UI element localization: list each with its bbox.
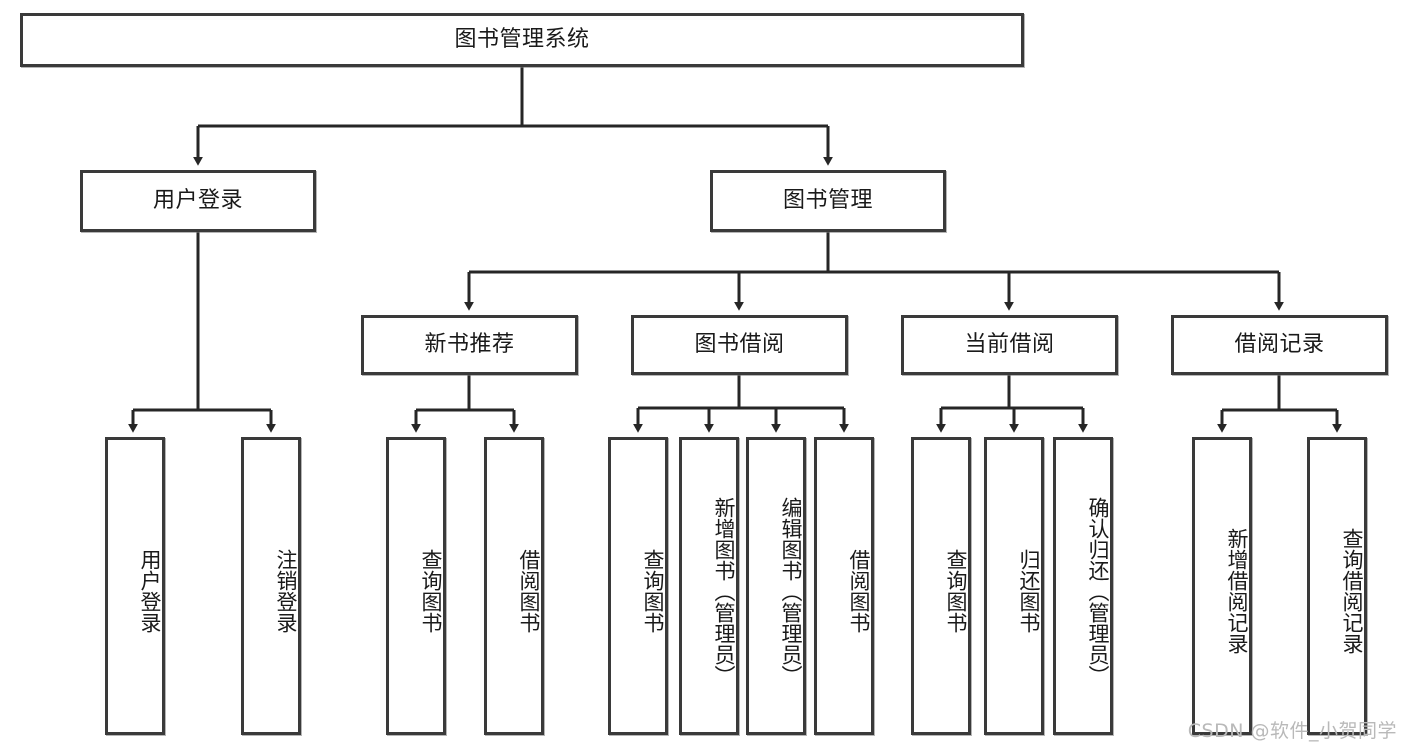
node-book-borrow-label: 图书借阅 [694, 331, 785, 357]
node-leaf-add-book-admin-label: 新增图书（管理员） [712, 496, 736, 686]
node-user-login-label: 用户登录 [152, 187, 243, 213]
node-book-management[interactable]: 图书管理 [710, 170, 946, 232]
node-leaf-user-logout-label: 注销登录 [274, 549, 298, 633]
node-leaf-query-book-borrow[interactable]: 查询图书 [608, 437, 668, 735]
node-borrow-record[interactable]: 借阅记录 [1171, 315, 1388, 375]
node-leaf-query-book-borrow-label: 查询图书 [641, 549, 665, 633]
node-new-book-recommend-label: 新书推荐 [424, 331, 515, 357]
node-leaf-user-login[interactable]: 用户登录 [105, 437, 165, 735]
node-root[interactable]: 图书管理系统 [20, 13, 1024, 67]
node-book-borrow[interactable]: 图书借阅 [631, 315, 848, 375]
node-leaf-query-book-recommend[interactable]: 查询图书 [386, 437, 446, 735]
node-leaf-edit-book-admin[interactable]: 编辑图书（管理员） [746, 437, 806, 735]
node-leaf-query-borrow-record-label: 查询借阅记录 [1340, 528, 1364, 654]
node-borrow-record-label: 借阅记录 [1234, 331, 1325, 357]
node-root-label: 图书管理系统 [454, 26, 590, 52]
node-leaf-add-book-admin[interactable]: 新增图书（管理员） [679, 437, 739, 735]
node-current-borrow-label: 当前借阅 [964, 331, 1055, 357]
node-current-borrow[interactable]: 当前借阅 [901, 315, 1118, 375]
node-leaf-confirm-return-admin-label: 确认归还（管理员） [1086, 496, 1110, 686]
node-leaf-query-book-current[interactable]: 查询图书 [911, 437, 971, 735]
node-leaf-query-book-recommend-label: 查询图书 [419, 549, 443, 633]
node-user-login[interactable]: 用户登录 [80, 170, 316, 232]
csdn-watermark: CSDN @软件_小贺同学 [1187, 720, 1397, 742]
node-leaf-borrow-book-label: 借阅图书 [847, 549, 871, 633]
node-leaf-query-borrow-record[interactable]: 查询借阅记录 [1307, 437, 1367, 735]
node-leaf-user-login-label: 用户登录 [138, 549, 162, 633]
node-leaf-add-borrow-record-label: 新增借阅记录 [1225, 528, 1249, 654]
node-leaf-borrow-book-recommend[interactable]: 借阅图书 [484, 437, 544, 735]
node-book-management-label: 图书管理 [782, 187, 873, 213]
node-new-book-recommend[interactable]: 新书推荐 [361, 315, 578, 375]
node-leaf-borrow-book-recommend-label: 借阅图书 [517, 549, 541, 633]
node-leaf-confirm-return-admin[interactable]: 确认归还（管理员） [1053, 437, 1113, 735]
node-leaf-borrow-book[interactable]: 借阅图书 [814, 437, 874, 735]
node-leaf-return-book[interactable]: 归还图书 [984, 437, 1044, 735]
node-leaf-query-book-current-label: 查询图书 [944, 549, 968, 633]
node-leaf-add-borrow-record[interactable]: 新增借阅记录 [1192, 437, 1252, 735]
node-leaf-return-book-label: 归还图书 [1017, 549, 1041, 633]
node-leaf-user-logout[interactable]: 注销登录 [241, 437, 301, 735]
node-leaf-edit-book-admin-label: 编辑图书（管理员） [779, 496, 803, 686]
